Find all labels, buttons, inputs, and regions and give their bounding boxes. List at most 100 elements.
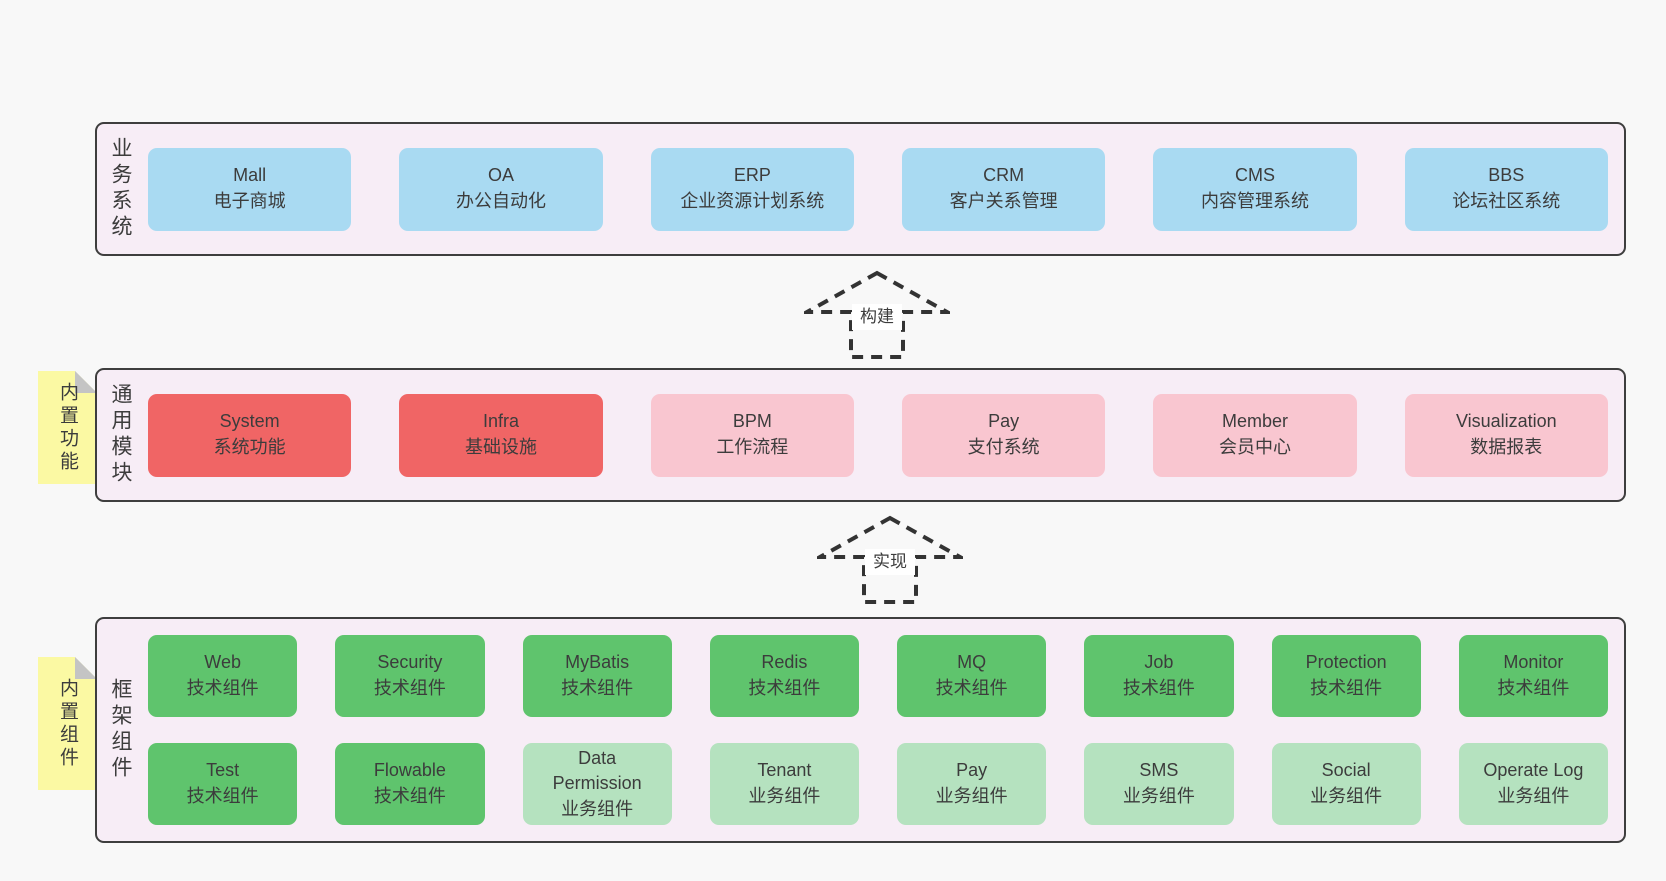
box-title: Pay — [988, 411, 1020, 432]
box-subtitle: 业务组件 — [1310, 786, 1383, 806]
box-title: Monitor — [1503, 652, 1564, 673]
box-title: SMS — [1139, 760, 1179, 781]
box-subtitle: 技术组件 — [186, 678, 259, 698]
box-subtitle: 支付系统 — [967, 437, 1040, 457]
note-built-in-functions: 内置功能 — [38, 371, 97, 484]
framework-box-data-permission: Data Permission 业务组件 — [522, 743, 672, 825]
framework-box-redis: Redis 技术组件 — [709, 635, 859, 717]
box-title: CRM — [983, 165, 1025, 186]
module-box-bpm: BPM 工作流程 — [650, 393, 854, 477]
module-box-member: Member 会员中心 — [1153, 393, 1357, 477]
note-text: 内置功能 — [57, 381, 78, 474]
box-title: Protection — [1305, 652, 1387, 673]
box-subtitle: 技术组件 — [373, 678, 446, 698]
business-box-erp: ERP 企业资源计划系统 — [650, 147, 854, 231]
business-box-oa: OA 办公自动化 — [399, 147, 603, 231]
framework-box-row-1: Web 技术组件 Security 技术组件 MyBatis 技术组件 Redi… — [148, 635, 1608, 717]
panel-common-modules: 通用模块 System 系统功能 Infra 基础设施 BPM 工作流程 Pay… — [95, 368, 1626, 502]
framework-box-test: Test 技术组件 — [148, 743, 298, 825]
note-built-in-components: 内置组件 — [38, 657, 97, 790]
modules-box-row: System 系统功能 Infra 基础设施 BPM 工作流程 Pay 支付系统… — [148, 393, 1608, 477]
box-subtitle: 电子商城 — [213, 191, 286, 211]
framework-box-pay: Pay 业务组件 — [897, 743, 1047, 825]
build-arrow: 构建 — [804, 270, 950, 360]
box-subtitle: 业务组件 — [561, 798, 634, 819]
business-box-row: Mall 电子商城 OA 办公自动化 ERP 企业资源计划系统 CRM 客户关系… — [148, 147, 1608, 231]
framework-box-flowable: Flowable 技术组件 — [335, 743, 485, 825]
box-title: Member — [1221, 411, 1288, 432]
framework-box-mybatis: MyBatis 技术组件 — [522, 635, 672, 717]
module-box-visualization: Visualization 数据报表 — [1404, 393, 1608, 477]
framework-box-web: Web 技术组件 — [148, 635, 298, 717]
box-subtitle: 系统功能 — [213, 437, 286, 457]
box-subtitle: 技术组件 — [186, 786, 259, 806]
up-arrow-dashed-icon — [817, 515, 963, 604]
box-title: Social — [1321, 760, 1371, 781]
box-title: Redis — [761, 652, 808, 673]
framework-box-row-2: Test 技术组件 Flowable 技术组件 Data Permission … — [148, 743, 1608, 825]
framework-box-monitor: Monitor 技术组件 — [1458, 635, 1608, 717]
framework-box-operate-log: Operate Log 业务组件 — [1458, 743, 1608, 825]
box-title: Job — [1144, 652, 1174, 673]
box-title: MQ — [957, 652, 987, 673]
box-title: Web — [204, 652, 241, 673]
box-subtitle: 工作流程 — [716, 437, 789, 457]
box-title: MyBatis — [565, 652, 630, 673]
module-box-pay: Pay 支付系统 — [901, 393, 1106, 477]
box-title: Security — [377, 652, 443, 673]
framework-box-security: Security 技术组件 — [335, 635, 485, 717]
box-subtitle: 办公自动化 — [455, 191, 546, 211]
box-title: Test — [206, 760, 240, 781]
panel-modules-label: 通用模块 — [109, 383, 132, 487]
box-title: Tenant — [757, 760, 812, 781]
module-box-infra: Infra 基础设施 — [399, 393, 603, 477]
module-box-system: System 系统功能 — [148, 393, 352, 477]
box-title: ERP — [733, 165, 771, 186]
build-arrow-label: 构建 — [852, 304, 902, 331]
box-subtitle: 会员中心 — [1218, 437, 1291, 457]
note-text: 内置组件 — [57, 677, 78, 770]
business-box-crm: CRM 客户关系管理 — [901, 147, 1106, 231]
up-arrow-dashed-icon — [804, 270, 950, 359]
box-subtitle: 技术组件 — [561, 678, 634, 698]
box-title: Visualization — [1455, 411, 1557, 432]
framework-box-job: Job 技术组件 — [1084, 635, 1234, 717]
box-title: Pay — [956, 760, 988, 781]
box-subtitle: 基础设施 — [464, 437, 537, 457]
box-title: System — [219, 411, 280, 432]
panel-business-systems: 业务系统 Mall 电子商城 OA 办公自动化 ERP 企业资源计划系统 CRM… — [95, 122, 1626, 256]
box-subtitle: 技术组件 — [748, 678, 821, 698]
framework-box-social: Social 业务组件 — [1271, 743, 1421, 825]
framework-box-protection: Protection 技术组件 — [1271, 635, 1421, 717]
box-subtitle: 业务组件 — [748, 786, 821, 806]
framework-rows: Web 技术组件 Security 技术组件 MyBatis 技术组件 Redi… — [148, 635, 1608, 825]
box-title: Flowable — [373, 760, 446, 781]
box-subtitle: 技术组件 — [1122, 678, 1195, 698]
business-box-bbs: BBS 论坛社区系统 — [1404, 147, 1608, 231]
panel-business-label: 业务系统 — [109, 137, 132, 241]
box-subtitle: 技术组件 — [1497, 678, 1570, 698]
box-subtitle: 业务组件 — [1497, 786, 1570, 806]
panel-framework-label: 框架组件 — [109, 678, 132, 782]
box-title: Operate Log — [1483, 760, 1584, 781]
panel-framework-components: 框架组件 Web 技术组件 Security 技术组件 MyBatis 技术组件… — [95, 617, 1626, 843]
box-subtitle: 技术组件 — [1310, 678, 1383, 698]
framework-box-mq: MQ 技术组件 — [897, 635, 1047, 717]
implement-arrow-label: 实现 — [865, 549, 915, 576]
box-subtitle: 内容管理系统 — [1200, 191, 1309, 211]
box-subtitle: 论坛社区系统 — [1452, 191, 1561, 211]
framework-box-tenant: Tenant 业务组件 — [709, 743, 859, 825]
box-title: Mall — [233, 165, 267, 186]
framework-box-sms: SMS 业务组件 — [1084, 743, 1234, 825]
box-subtitle: 业务组件 — [935, 786, 1008, 806]
business-box-mall: Mall 电子商城 — [148, 147, 352, 231]
box-subtitle: 数据报表 — [1470, 437, 1543, 457]
box-title: CMS — [1234, 165, 1275, 186]
box-subtitle: 客户关系管理 — [949, 191, 1058, 211]
box-subtitle: 企业资源计划系统 — [680, 191, 825, 211]
implement-arrow: 实现 — [817, 515, 963, 605]
box-subtitle: 业务组件 — [1122, 786, 1195, 806]
box-subtitle: 技术组件 — [373, 786, 446, 806]
box-title: BBS — [1488, 165, 1525, 186]
box-title: Infra — [482, 411, 519, 432]
